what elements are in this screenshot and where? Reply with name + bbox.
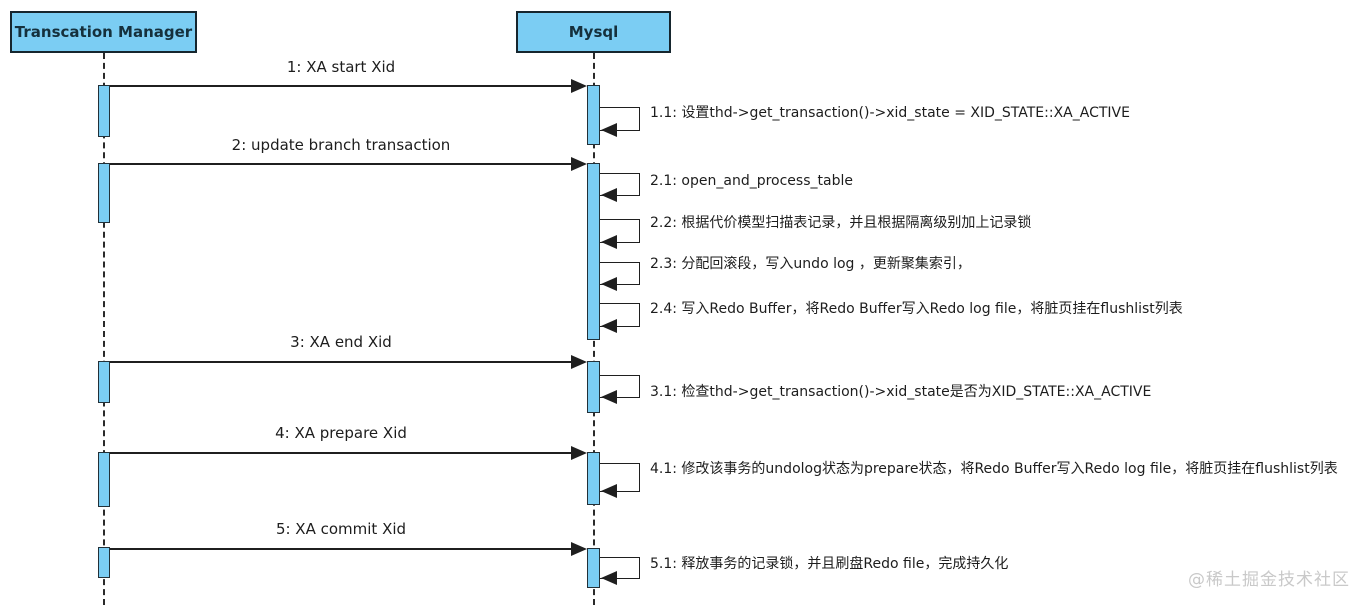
message-line-2 xyxy=(110,163,572,165)
activation-bar-tm-1 xyxy=(98,85,110,137)
arrowhead-right-icon xyxy=(571,542,587,556)
self-loop-5-1 xyxy=(600,557,640,579)
activation-bar-mysql-4 xyxy=(587,452,600,505)
arrowhead-left-icon xyxy=(601,235,617,249)
activation-bar-tm-2 xyxy=(98,163,110,223)
message-line-3 xyxy=(110,361,572,363)
arrowhead-left-icon xyxy=(601,484,617,498)
self-message-label-2-1: 2.1: open_and_process_table xyxy=(650,173,853,189)
arrowhead-left-icon xyxy=(601,277,617,291)
message-line-5 xyxy=(110,548,572,550)
self-message-label-1-1: 1.1: 设置thd->get_transaction()->xid_state… xyxy=(650,105,1130,121)
arrowhead-right-icon xyxy=(571,79,587,93)
actor-box-transaction-manager: Transcation Manager xyxy=(10,11,197,53)
self-loop-3-1 xyxy=(600,375,640,398)
self-message-label-4-1: 4.1: 修改该事务的undolog状态为prepare状态，将Redo Buf… xyxy=(650,461,1338,477)
message-label-4: 4: XA prepare Xid xyxy=(275,424,407,442)
arrowhead-left-icon xyxy=(601,319,617,333)
self-loop-2-4 xyxy=(600,303,640,327)
message-label-2: 2: update branch transaction xyxy=(231,136,451,154)
actor-label-mysql: Mysql xyxy=(568,23,619,41)
watermark: @稀土掘金技术社区 xyxy=(1188,570,1350,590)
arrowhead-right-icon xyxy=(571,157,587,171)
self-message-label-2-2: 2.2: 根据代价模型扫描表记录，并且根据隔离级别加上记录锁 xyxy=(650,215,1032,231)
message-line-4 xyxy=(110,452,572,454)
activation-bar-mysql-2 xyxy=(587,163,600,340)
arrowhead-left-icon xyxy=(601,188,617,202)
self-loop-1-1 xyxy=(600,107,640,131)
self-message-label-5-1: 5.1: 释放事务的记录锁，并且刷盘Redo file，完成持久化 xyxy=(650,556,1009,572)
actor-box-mysql: Mysql xyxy=(516,11,671,53)
arrowhead-right-icon xyxy=(571,355,587,369)
activation-bar-tm-3 xyxy=(98,361,110,403)
arrowhead-left-icon xyxy=(601,571,617,585)
arrowhead-left-icon xyxy=(601,123,617,137)
self-message-label-3-1: 3.1: 检查thd->get_transaction()->xid_state… xyxy=(650,384,1152,400)
self-message-label-2-3: 2.3: 分配回滚段，写入undo log ，更新聚集索引， xyxy=(650,256,971,272)
self-message-label-2-4: 2.4: 写入Redo Buffer，将Redo Buffer写入Redo lo… xyxy=(650,301,1183,317)
self-loop-2-1 xyxy=(600,173,640,196)
self-loop-4-1 xyxy=(600,463,640,492)
lifeline-transaction-manager xyxy=(102,53,105,605)
activation-bar-mysql-1 xyxy=(587,85,600,145)
activation-bar-tm-4 xyxy=(98,452,110,507)
message-label-3: 3: XA end Xid xyxy=(290,333,392,351)
self-loop-2-2 xyxy=(600,219,640,243)
self-loop-2-3 xyxy=(600,262,640,285)
activation-bar-mysql-5 xyxy=(587,548,600,588)
activation-bar-mysql-3 xyxy=(587,361,600,413)
message-label-5: 5: XA commit Xid xyxy=(275,520,407,538)
message-line-1 xyxy=(110,85,572,87)
message-label-1: 1: XA start Xid xyxy=(286,58,396,76)
arrowhead-right-icon xyxy=(571,446,587,460)
arrowhead-left-icon xyxy=(601,390,617,404)
actor-label-transaction-manager: Transcation Manager xyxy=(14,23,193,41)
activation-bar-tm-5 xyxy=(98,547,110,578)
